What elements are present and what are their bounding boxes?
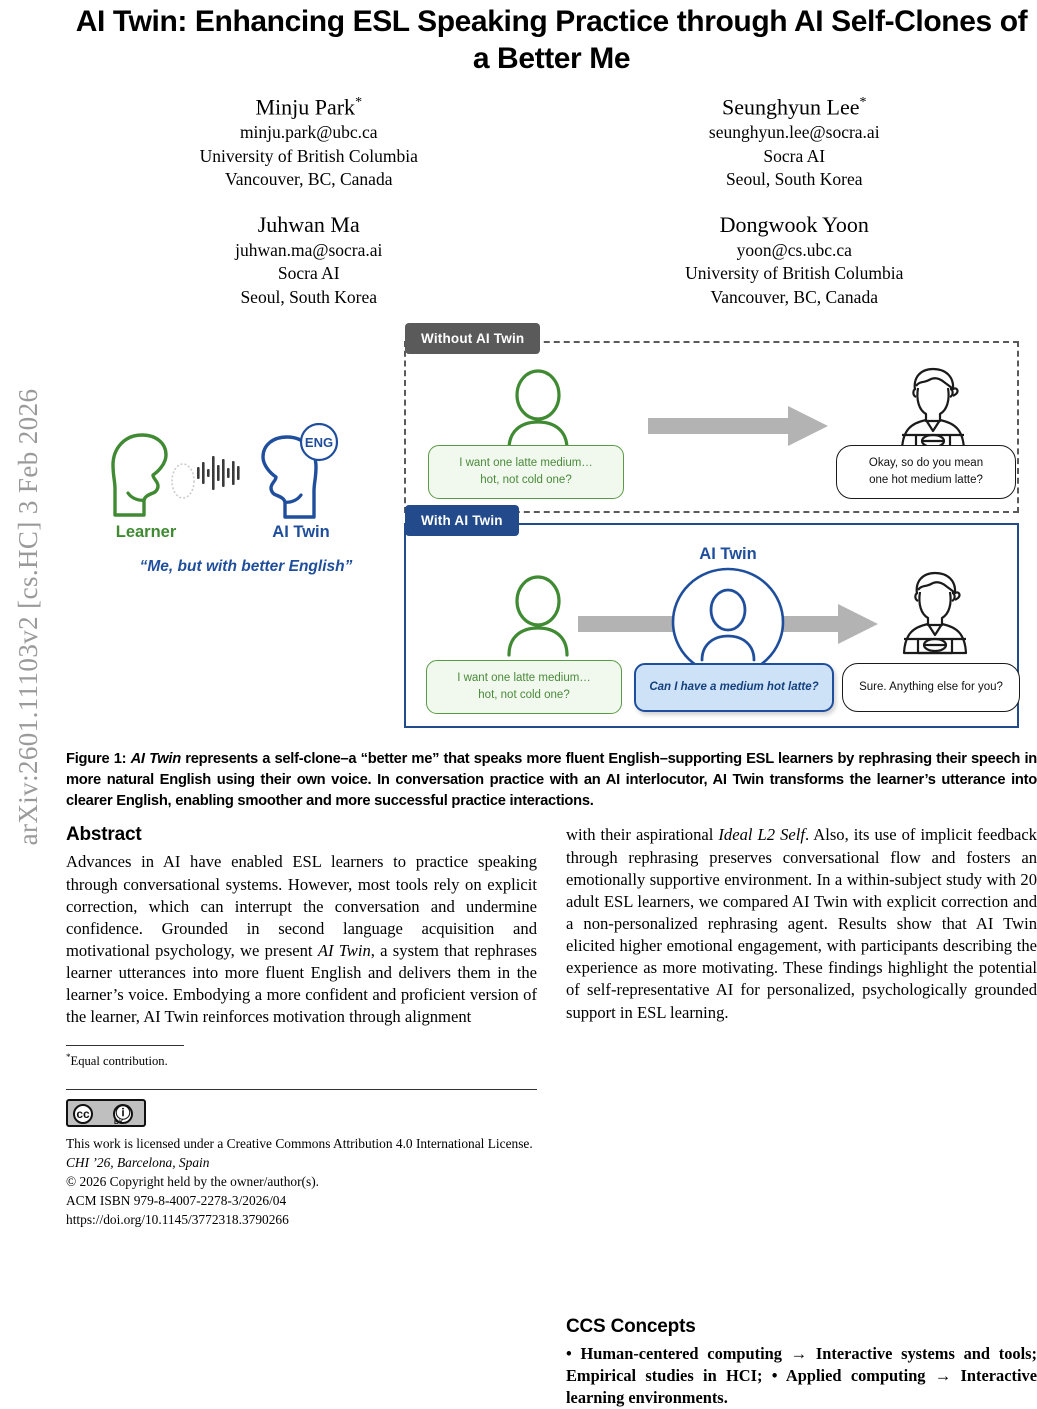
author-email: juhwan.ma@socra.ai bbox=[76, 239, 542, 262]
author-name: Minju Park* bbox=[76, 94, 542, 121]
author-affiliation: Socra AI bbox=[76, 262, 542, 285]
bubble-line-1: I want one latte medium… bbox=[437, 670, 611, 687]
author-footnote-marker: * bbox=[859, 95, 866, 110]
panel-with-tag: With AI Twin bbox=[405, 505, 519, 536]
flow-arrow-icon bbox=[648, 405, 828, 447]
author-name: Seunghyun Lee* bbox=[562, 94, 1028, 121]
interlocutor-avatar-icon bbox=[888, 569, 982, 655]
abstract-heading: Abstract bbox=[66, 824, 537, 846]
two-column-body: Abstract Advances in AI have enabled ESL… bbox=[66, 824, 1037, 1409]
author-name-text: Minju Park bbox=[255, 95, 355, 120]
bubble-line-2: hot, not cold one? bbox=[439, 472, 613, 489]
ai-twin-head-icon: ENG bbox=[251, 423, 347, 525]
author-name: Dongwook Yoon bbox=[562, 212, 1028, 239]
license-line-1: This work is licensed under a Creative C… bbox=[66, 1134, 537, 1153]
eng-badge-label: ENG bbox=[305, 435, 333, 450]
page-title: AI Twin: Enhancing ESL Speaking Practice… bbox=[66, 4, 1037, 77]
author-block-4: Dongwook Yoon yoon@cs.ubc.ca University … bbox=[552, 212, 1037, 309]
caption-italic-term: AI Twin bbox=[131, 751, 181, 767]
bubble-line-1: Okay, so do you mean bbox=[847, 455, 1005, 472]
abstract-italic-term-2: Ideal L2 Self bbox=[718, 825, 805, 844]
footnote: *Equal contribution. bbox=[66, 1052, 537, 1070]
author-affiliation: University of British Columbia bbox=[76, 145, 542, 168]
author-email: minju.park@ubc.ca bbox=[76, 121, 542, 144]
abstract-part2b: . Also, its use of implicit feedback thr… bbox=[566, 825, 1037, 1021]
creative-commons-badge-icon: cc ⓘ BY bbox=[66, 1099, 146, 1127]
interlocutor-speech-bubble: Sure. Anything else for you? bbox=[842, 663, 1020, 712]
author-location: Vancouver, BC, Canada bbox=[562, 286, 1028, 309]
panel-without-tag: Without AI Twin bbox=[405, 323, 540, 354]
panel-without-ai-twin: Without AI Twin bbox=[404, 341, 1019, 513]
ai-twin-speech-bubble: Can I have a medium hot latte? bbox=[634, 663, 834, 712]
author-location: Seoul, South Korea bbox=[562, 168, 1028, 191]
figure-1: ENG Learner AI Twin “Me, but with better… bbox=[66, 323, 1037, 743]
caption-rest: represents a self-clone–a “better me” th… bbox=[66, 751, 1037, 809]
ccs-text: • Human-centered computing → Interactive… bbox=[566, 1343, 1037, 1409]
license-copyright: © 2026 Copyright held by the owner/autho… bbox=[66, 1172, 537, 1191]
cc-icon: cc bbox=[73, 1104, 93, 1124]
ccs-heading: CCS Concepts bbox=[566, 1316, 1037, 1338]
license-doi[interactable]: https://doi.org/10.1145/3772318.3790266 bbox=[66, 1210, 537, 1229]
speech-breath-icon bbox=[168, 461, 198, 501]
ai-twin-avatar-icon bbox=[670, 567, 786, 677]
panel-with-ai-twin: With AI Twin AI Twin bbox=[404, 523, 1019, 728]
license-isbn: ACM ISBN 979-8-4007-2278-3/2026/04 bbox=[66, 1191, 537, 1210]
learner-avatar-icon bbox=[502, 575, 574, 657]
caption-prefix: Figure 1: bbox=[66, 751, 131, 767]
author-affiliation: Socra AI bbox=[562, 145, 1028, 168]
audio-waveform-icon bbox=[196, 453, 244, 493]
author-affiliation: University of British Columbia bbox=[562, 262, 1028, 285]
concept-group: ENG Learner AI Twin “Me, but with better… bbox=[86, 423, 416, 583]
interlocutor-avatar-icon bbox=[886, 365, 980, 451]
figure-caption: Figure 1: AI Twin represents a self-clon… bbox=[66, 749, 1037, 812]
author-block-3: Juhwan Ma juhwan.ma@socra.ai Socra AI Se… bbox=[66, 212, 552, 309]
paper-page: AI Twin: Enhancing ESL Speaking Practice… bbox=[66, 0, 1037, 1200]
arxiv-stamp: arXiv:2601.11103v2 [cs.HC] 3 Feb 2026 bbox=[11, 287, 45, 947]
author-email: yoon@cs.ubc.ca bbox=[562, 239, 1028, 262]
bubble-line-2: one hot medium latte? bbox=[847, 472, 1005, 489]
abstract-continuation: with their aspirational Ideal L2 Self. A… bbox=[566, 824, 1037, 1023]
author-name: Juhwan Ma bbox=[76, 212, 542, 239]
learner-label: Learner bbox=[86, 523, 206, 542]
learner-avatar-icon bbox=[502, 369, 574, 451]
author-block-2: Seunghyun Lee* seunghyun.lee@socra.ai So… bbox=[552, 94, 1037, 191]
bubble-line-2: hot, not cold one? bbox=[437, 687, 611, 704]
learner-speech-bubble: I want one latte medium… hot, not cold o… bbox=[426, 660, 622, 715]
learner-speech-bubble: I want one latte medium… hot, not cold o… bbox=[428, 445, 624, 500]
abstract-part2a: with their aspirational bbox=[566, 825, 718, 844]
license-divider bbox=[66, 1089, 537, 1090]
ai-twin-label: AI Twin bbox=[241, 523, 361, 542]
author-footnote-marker: * bbox=[355, 95, 362, 110]
abstract-paragraph: Advances in AI have enabled ESL learners… bbox=[66, 851, 537, 1028]
footnote-divider bbox=[66, 1045, 184, 1046]
author-location: Vancouver, BC, Canada bbox=[76, 168, 542, 191]
ai-twin-node-label: AI Twin bbox=[658, 545, 798, 564]
author-name-text: Seunghyun Lee bbox=[722, 95, 859, 120]
tagline: “Me, but with better English” bbox=[86, 558, 406, 576]
interlocutor-speech-bubble: Okay, so do you mean one hot medium latt… bbox=[836, 445, 1016, 500]
bubble-line-1: I want one latte medium… bbox=[439, 455, 613, 472]
cc-by-label: BY bbox=[114, 1119, 123, 1126]
abstract-italic-term: AI Twin bbox=[318, 941, 371, 960]
author-list: Minju Park* minju.park@ubc.ca University… bbox=[66, 94, 1037, 309]
footnote-text: Equal contribution. bbox=[71, 1054, 168, 1068]
license-venue: CHI ’26, Barcelona, Spain bbox=[66, 1153, 537, 1172]
left-column: Abstract Advances in AI have enabled ESL… bbox=[66, 824, 537, 1409]
author-location: Seoul, South Korea bbox=[76, 286, 542, 309]
right-column: with their aspirational Ideal L2 Self. A… bbox=[566, 824, 1037, 1409]
author-block-1: Minju Park* minju.park@ubc.ca University… bbox=[66, 94, 552, 191]
author-email: seunghyun.lee@socra.ai bbox=[562, 121, 1028, 144]
ccs-section: CCS Concepts • Human-centered computing … bbox=[566, 1316, 1037, 1409]
